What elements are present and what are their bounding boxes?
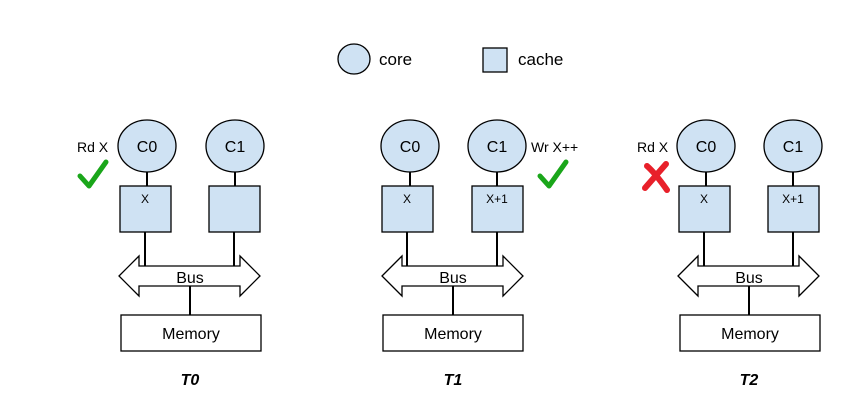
cross-icon xyxy=(642,161,670,193)
memory-box xyxy=(382,314,524,352)
time-label: T2 xyxy=(740,372,759,389)
bus-arrow xyxy=(677,254,820,298)
core-c0-label: C0 xyxy=(400,139,421,156)
core-c0-label: C0 xyxy=(696,139,717,156)
annotation-read: Rd X xyxy=(637,139,669,155)
cache-c1 xyxy=(208,185,261,233)
annotation-read: Rd X xyxy=(77,139,109,155)
legend-cache-swatch xyxy=(482,47,508,73)
memory-label: Memory xyxy=(721,326,779,343)
check-icon xyxy=(77,159,109,189)
cache-c1-value: X+1 xyxy=(486,192,508,206)
time-label: T0 xyxy=(181,372,200,389)
core-c0-label: C0 xyxy=(137,139,158,156)
cache-c0-value: X xyxy=(403,192,411,206)
cache-c1 xyxy=(767,185,820,233)
annotation-write: Wr X++ xyxy=(531,139,578,155)
cache-c1-value: X+1 xyxy=(782,192,804,206)
core-c1-label: C1 xyxy=(487,139,508,156)
check-icon xyxy=(537,159,569,189)
memory-label: Memory xyxy=(424,326,482,343)
time-label: T1 xyxy=(444,372,463,389)
bus-label: Bus xyxy=(176,270,204,287)
cache-c0-value: X xyxy=(141,192,149,206)
memory-box xyxy=(120,314,262,352)
panel-t1: C0 C1 X X+1 Bus Memory T1 Wr X++ xyxy=(380,119,578,389)
bus-label: Bus xyxy=(735,270,763,287)
memory-label: Memory xyxy=(162,326,220,343)
cache-c0 xyxy=(678,185,731,233)
bus-arrow xyxy=(118,254,261,298)
legend-cache-label: cache xyxy=(518,50,563,69)
cache-c0-value: X xyxy=(700,192,708,206)
legend: core cache xyxy=(337,43,563,75)
bus-arrow xyxy=(381,254,524,298)
core-c1-label: C1 xyxy=(783,139,804,156)
bus-label: Bus xyxy=(439,270,467,287)
panel-t0: C0 C1 X Bus Memory T0 Rd X xyxy=(77,119,265,389)
core-c1-label: C1 xyxy=(225,139,246,156)
legend-core-label: core xyxy=(379,50,412,69)
cache-c0 xyxy=(381,185,434,233)
cache-c0 xyxy=(119,185,172,233)
panel-t2: C0 C1 X X+1 Bus Memory T2 Rd X xyxy=(637,119,823,389)
memory-box xyxy=(679,314,821,352)
legend-core-swatch xyxy=(337,43,371,75)
